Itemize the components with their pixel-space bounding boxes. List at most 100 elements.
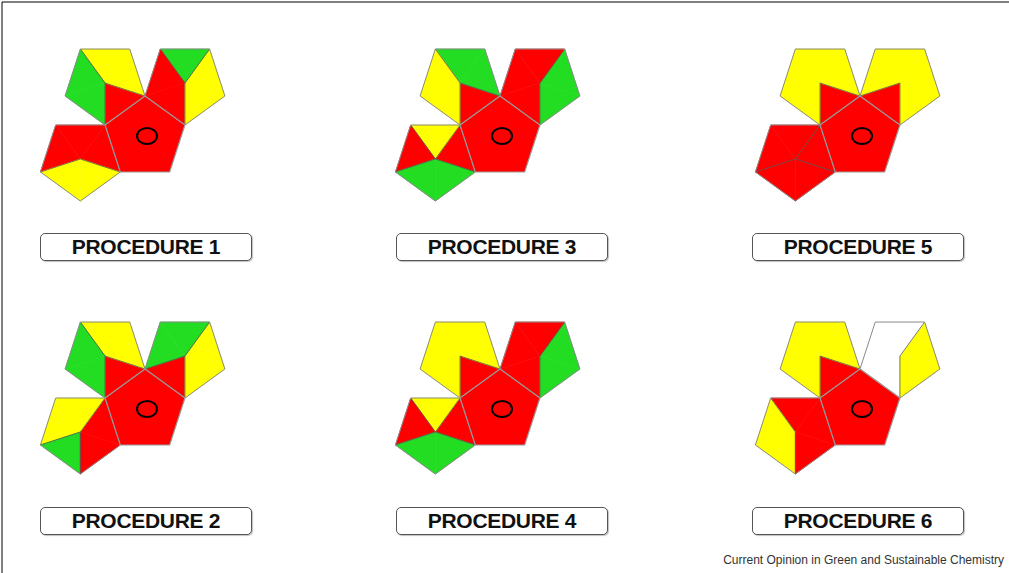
segment-divider (460, 356, 461, 398)
central-pentagon (105, 369, 185, 445)
procedure-label: PROCEDURE 6 (784, 509, 932, 533)
frame-line (2, 2, 1009, 3)
frame-line (2, 2, 3, 573)
segment-divider (185, 322, 210, 356)
segment-divider (820, 83, 860, 96)
segment-divider (435, 398, 460, 432)
segment-divider (899, 356, 900, 398)
segment-divider (435, 125, 460, 159)
petal-segment (795, 432, 835, 474)
petal-segment (795, 159, 835, 201)
petal-segment (755, 432, 795, 474)
petal-segment (40, 432, 80, 474)
segment-divider (755, 159, 795, 172)
segment-divider (539, 83, 540, 125)
segment-divider (460, 83, 461, 125)
procedure-label-box: PROCEDURE 6 (752, 507, 964, 535)
center-circle (852, 128, 872, 144)
center-circle (852, 401, 872, 417)
segment-divider (411, 125, 436, 159)
procedure-label: PROCEDURE 3 (428, 235, 576, 259)
segment-divider (795, 432, 796, 474)
segment-divider (40, 432, 80, 445)
sustainability-star (395, 49, 579, 201)
segment-divider (40, 159, 80, 172)
petal-segment (755, 159, 795, 201)
procedure-label-box: PROCEDURE 2 (40, 507, 252, 535)
segment-divider (411, 398, 436, 432)
center-circle (492, 401, 512, 417)
petal-segment (420, 356, 460, 398)
segment-divider (820, 356, 860, 369)
procedure-label-box: PROCEDURE 4 (396, 507, 608, 535)
central-pentagon (460, 96, 540, 172)
procedure-label: PROCEDURE 5 (784, 235, 932, 259)
segment-divider (460, 83, 500, 96)
petal-segment (435, 432, 475, 474)
journal-credit: Current Opinion in Green and Sustainable… (723, 553, 1004, 567)
segment-divider (80, 432, 81, 474)
petal-segment (40, 159, 80, 201)
segment-divider (184, 83, 185, 125)
petal-segment (435, 159, 475, 201)
segment-divider (435, 432, 475, 445)
segment-divider (795, 159, 835, 172)
petal-segment (80, 432, 120, 474)
segment-divider (795, 125, 820, 159)
central-pentagon (460, 369, 540, 445)
segment-divider (395, 159, 435, 172)
segment-divider (820, 356, 821, 398)
center-circle (492, 128, 512, 144)
segment-divider (105, 356, 145, 369)
segment-divider (860, 83, 900, 96)
petal-segment (65, 83, 105, 125)
center-circle (137, 128, 157, 144)
center-circle (137, 401, 157, 417)
segment-divider (105, 83, 106, 125)
central-pentagon (820, 96, 900, 172)
segment-divider (160, 49, 185, 83)
segment-divider (820, 83, 821, 125)
petal-segment (80, 159, 120, 201)
segment-divider (80, 322, 105, 356)
procedure-label-box: PROCEDURE 5 (752, 233, 964, 261)
procedure-label: PROCEDURE 2 (72, 509, 220, 533)
central-pentagon (820, 369, 900, 445)
petal-segment (145, 49, 185, 96)
petal-segment (860, 49, 900, 96)
petal-segment (500, 322, 540, 369)
petal-segment (395, 432, 435, 474)
petal-segment (780, 83, 820, 125)
segment-divider (80, 398, 105, 432)
segment-divider (435, 49, 460, 83)
sustainability-star (40, 49, 224, 201)
segment-divider (899, 83, 900, 125)
segment-divider (80, 49, 105, 83)
segment-divider (145, 356, 185, 369)
petal-segment (500, 49, 540, 96)
petal-segment (145, 322, 185, 369)
segment-divider (540, 49, 565, 83)
sustainability-star (40, 322, 224, 474)
segment-divider (105, 83, 145, 96)
segment-divider (900, 322, 925, 356)
procedure-label-box: PROCEDURE 3 (396, 233, 608, 261)
petal-segment (860, 322, 900, 369)
segment-divider (435, 159, 475, 172)
petal-segment (780, 356, 820, 398)
procedure-label: PROCEDURE 1 (72, 235, 220, 259)
segment-divider (540, 322, 565, 356)
segment-divider (185, 49, 210, 83)
petal-segment (395, 159, 435, 201)
segment-divider (395, 432, 435, 445)
segment-divider (80, 159, 120, 172)
petal-segment (65, 356, 105, 398)
segment-divider (460, 356, 500, 369)
central-pentagon (105, 96, 185, 172)
procedure-label: PROCEDURE 4 (428, 509, 576, 533)
segment-divider (539, 356, 540, 398)
petal-segment (420, 83, 460, 125)
segment-divider (105, 356, 106, 398)
sustainability-star (755, 322, 939, 474)
